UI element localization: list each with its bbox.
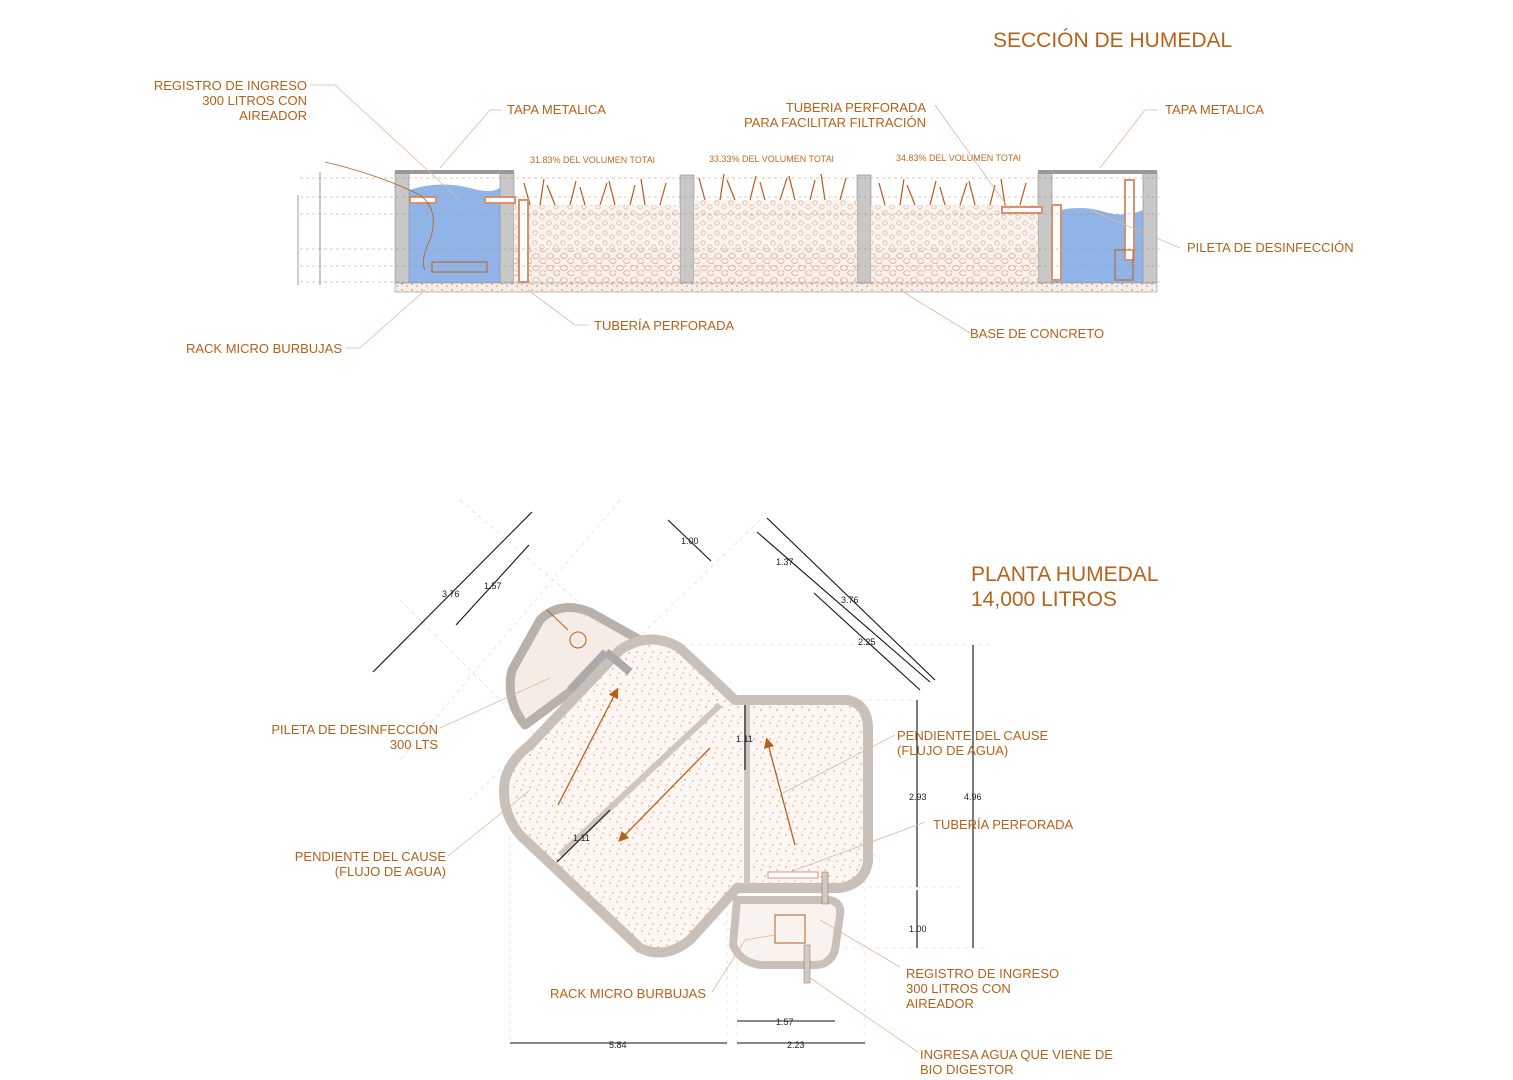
inlet-box	[729, 896, 845, 969]
label-tuberia-perforada-section: TUBERÍA PERFORADA	[594, 318, 735, 333]
dim-100-top: 1.00	[681, 536, 699, 546]
dim-100-bottom: 1.00	[909, 924, 927, 934]
dim-137: 1.37	[776, 557, 794, 567]
label-rack-micro-burbujas-section: RACK MICRO BURBUJAS	[185, 341, 342, 356]
dim-293: 2.93	[909, 792, 927, 802]
volume-cell-2: 33.33% DEL VOLUMEN TOTAl	[709, 154, 834, 164]
perforated-pipe-plan	[767, 871, 819, 879]
water-inlet-tank	[409, 184, 500, 283]
dim-111-right: 1.11	[736, 734, 753, 744]
label-pendiente-cause-left: PENDIENTE DEL CAUSE (FLUJO DE AGUA)	[294, 849, 446, 879]
plan-title: PLANTA HUMEDAL 14,000 LITROS	[971, 563, 1159, 611]
inlet-hose	[324, 161, 434, 271]
perforated-pipes	[409, 179, 1135, 283]
dim-376-right: 3.76	[841, 595, 859, 605]
dim-223: 2.23	[787, 1040, 805, 1050]
label-tuberia-perforada-plan: TUBERÍA PERFORADA	[933, 817, 1074, 832]
label-registro-ingreso-plan: REGISTRO DE INGRESO 300 LITROS CON AIREA…	[906, 966, 1060, 1011]
dim-376-left: 3.76	[442, 589, 460, 599]
plan-view	[372, 499, 990, 1053]
section-dimension-lines	[300, 177, 1160, 283]
micro-bubble-rack-icon	[431, 261, 488, 273]
pipe-stub-1	[821, 871, 829, 905]
plan-leader-lines	[439, 677, 926, 1053]
label-tapa-metalica-right: TAPA METALICA	[1165, 102, 1264, 117]
concrete-base	[394, 282, 1158, 293]
section-title: SECCIÓN DE HUMEDAL	[993, 29, 1233, 52]
label-tuberia-perforada-filtracion: TUBERIA PERFORADA PARA FACILITAR FILTRAC…	[743, 100, 926, 130]
label-base-concreto: BASE DE CONCRETO	[970, 326, 1105, 341]
label-rack-micro-burbujas-plan: RACK MICRO BURBUJAS	[550, 986, 707, 1001]
label-pileta-desinfeccion-plan: PILETA DE DESINFECCIÓN 300 LTS	[271, 722, 438, 752]
pipe-stub-2	[803, 944, 811, 984]
label-pendiente-cause-right: PENDIENTE DEL CAUSE (FLUJO DE AGUA)	[897, 728, 1049, 758]
gravel-lower	[514, 250, 680, 283]
gravel-lower-2	[694, 250, 857, 283]
outlet-pipe	[567, 649, 609, 693]
outlet-pipe-2	[603, 648, 633, 676]
reed-plants-icon	[523, 173, 1027, 206]
label-ingresa-agua: INGRESA AGUA QUE VIENE DE BIO DIGESTOR	[920, 1047, 1113, 1077]
gravel-upper	[514, 205, 680, 250]
volume-cell-3: 34.83% DEL VOLUMEN TOTAl	[896, 153, 1021, 163]
volume-cell-1: 31.83% DEL VOLUMEN TOTAl	[530, 155, 655, 165]
lid-right	[1038, 170, 1157, 174]
pump-plan-icon	[569, 631, 587, 649]
gravel-upper-2	[694, 200, 857, 250]
plan-dimension-lines	[372, 511, 974, 1044]
dim-157-top: 1.57	[484, 581, 502, 591]
dim-496: 4.96	[964, 792, 982, 802]
rack-icon	[774, 914, 806, 944]
dim-111-left: 1.11	[573, 833, 590, 843]
dim-584: 5.84	[609, 1040, 627, 1050]
flow-arrows	[557, 687, 796, 846]
label-registro-ingreso-section: REGISTRO DE INGRESO 300 LITROS CON AIREA…	[153, 78, 307, 123]
dim-157-bottom: 1.57	[776, 1017, 794, 1027]
gravel-lower-3	[871, 250, 1038, 283]
dim-225: 2.25	[858, 637, 876, 647]
water-disinfection-tank	[1052, 208, 1143, 283]
label-pileta-desinfeccion-section: PILETA DE DESINFECCIÓN	[1187, 240, 1354, 255]
inner-wall-1	[557, 702, 723, 858]
section-leader-lines	[310, 84, 1181, 349]
pump-icon	[1114, 249, 1134, 281]
lid-left	[395, 170, 514, 174]
section-view	[297, 84, 1181, 349]
label-tapa-metalica-left: TAPA METALICA	[507, 102, 606, 117]
